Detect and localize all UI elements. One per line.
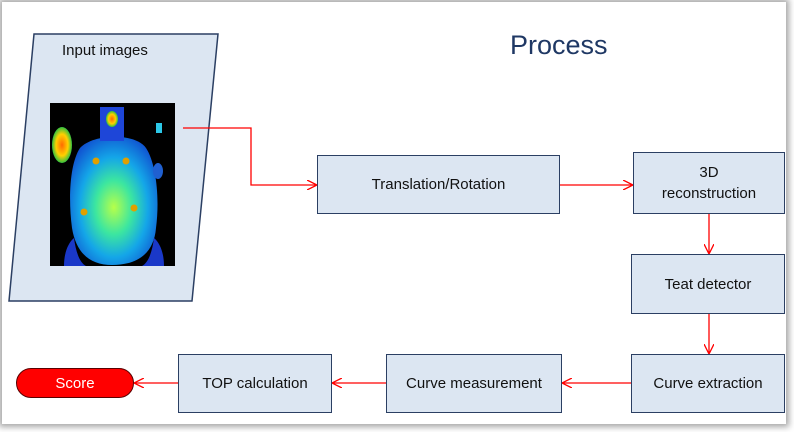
teat-detector-label: Teat detector xyxy=(664,275,752,293)
teat-detector-box: Teat detector xyxy=(631,254,785,314)
top-calculation-box: TOP calculation xyxy=(178,354,332,413)
curve-extraction-box: Curve extraction xyxy=(631,354,785,413)
score-label: Score xyxy=(55,374,95,392)
reconstruction-label-line1: 3D xyxy=(699,164,719,181)
reconstruction-label-line2: reconstruction xyxy=(661,185,757,202)
reconstruction-box: 3D reconstruction xyxy=(633,152,785,214)
curve-measurement-box: Curve measurement xyxy=(386,354,562,413)
curve-measurement-label: Curve measurement xyxy=(406,375,542,392)
input-images-label: Input images xyxy=(62,42,148,59)
arrow-input-to-translation xyxy=(183,127,316,185)
score-terminator: Score xyxy=(16,368,134,398)
translation-rotation-box: Translation/Rotation xyxy=(317,155,560,214)
depth-image xyxy=(50,103,175,266)
diagram-title: Process xyxy=(510,30,608,60)
curve-extraction-label: Curve extraction xyxy=(653,375,763,392)
translation-rotation-label: Translation/Rotation xyxy=(371,176,506,193)
top-calculation-label: TOP calculation xyxy=(202,375,308,392)
